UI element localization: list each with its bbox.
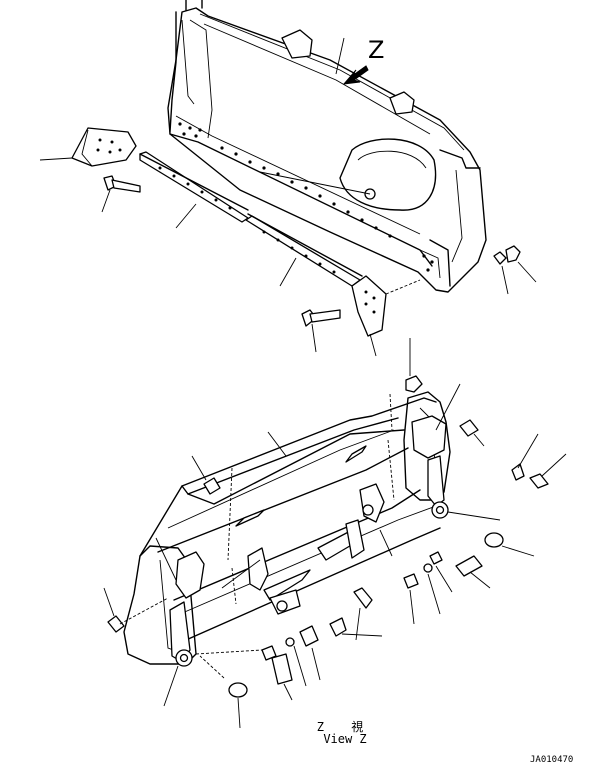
center-brackets — [221, 483, 393, 615]
drawing-code: JA010470 — [530, 755, 574, 765]
hinge-left — [155, 537, 205, 707]
end-bit-right — [351, 275, 421, 357]
top-lug-right — [389, 91, 415, 115]
grease-fitting-left-top — [191, 455, 221, 495]
lower-right-parts — [403, 433, 567, 625]
view-z-marker: Z — [368, 36, 385, 64]
guide-line-left — [227, 467, 237, 605]
grease-fitting-left — [103, 587, 169, 633]
grease-fitting-right — [459, 419, 485, 447]
top-lug-left — [281, 29, 313, 59]
grease-fitting-center — [353, 587, 373, 641]
guide-line-right — [387, 393, 395, 501]
hinge-right — [411, 383, 501, 521]
view-z-arrow — [335, 37, 369, 85]
blade-center-dome — [339, 138, 437, 211]
view-label-english: View Z — [323, 732, 367, 746]
grease-fitting-top — [405, 338, 423, 393]
lower-center-parts — [195, 617, 383, 729]
nut-washer-right — [493, 245, 537, 295]
cutting-edge-left — [139, 151, 249, 229]
view-label-japanese: Z 視 — [316, 720, 374, 734]
cutting-edge-right — [245, 213, 363, 287]
bolt-right-top — [301, 309, 341, 353]
end-bit-left — [39, 127, 137, 167]
blade-bolt-holes — [178, 122, 434, 272]
bolt-left-top — [101, 175, 141, 213]
blade-front-view — [167, 0, 487, 293]
leader-top-edge — [267, 431, 287, 457]
